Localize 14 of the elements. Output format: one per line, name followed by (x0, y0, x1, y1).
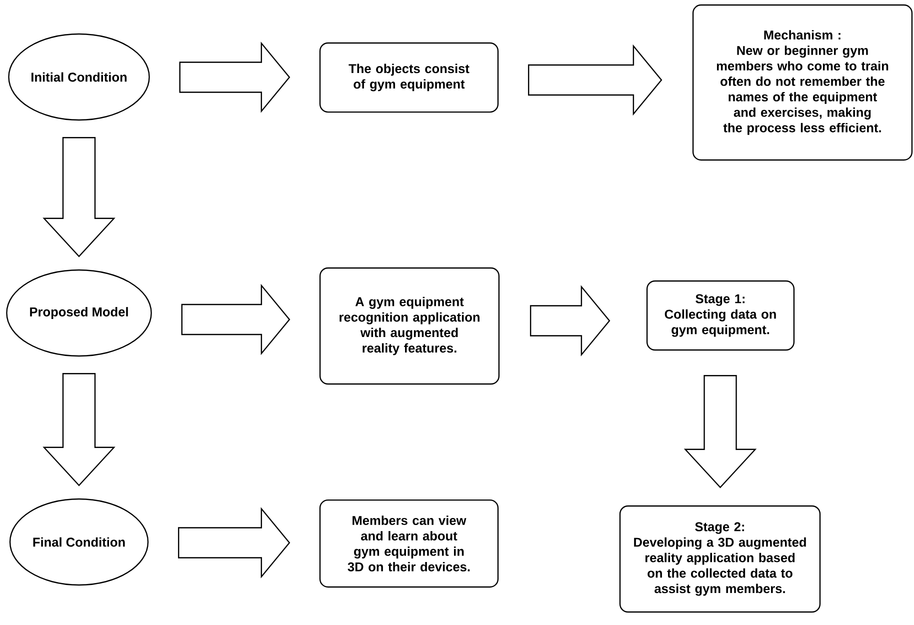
block-arrow (179, 42, 290, 113)
block-arrow (178, 507, 290, 578)
block-arrow (530, 285, 610, 356)
block-arrow (181, 284, 290, 356)
block-arrow (42, 137, 116, 258)
block-arrow (528, 44, 662, 116)
process-box: Stage 1: Collecting data on gym equipment. (646, 280, 795, 351)
process-box: A gym equipment recognition application with augmented reality features. (319, 267, 500, 385)
process-box: Stage 2: Developing a 3D augmented reality application based on the collected data to assist gym members. (619, 505, 821, 613)
block-arrow (684, 375, 757, 488)
block-arrow (42, 373, 116, 486)
process-box: Mechanism : New or beginner gym members who come to train often do not remember the names of the equipment and exercises, making the process less efficient. (692, 4, 913, 161)
process-box: The objects consist of gym equipment (319, 42, 499, 113)
process-box: Members can view and learn about gym equipment in 3D on their devices. (319, 499, 499, 588)
